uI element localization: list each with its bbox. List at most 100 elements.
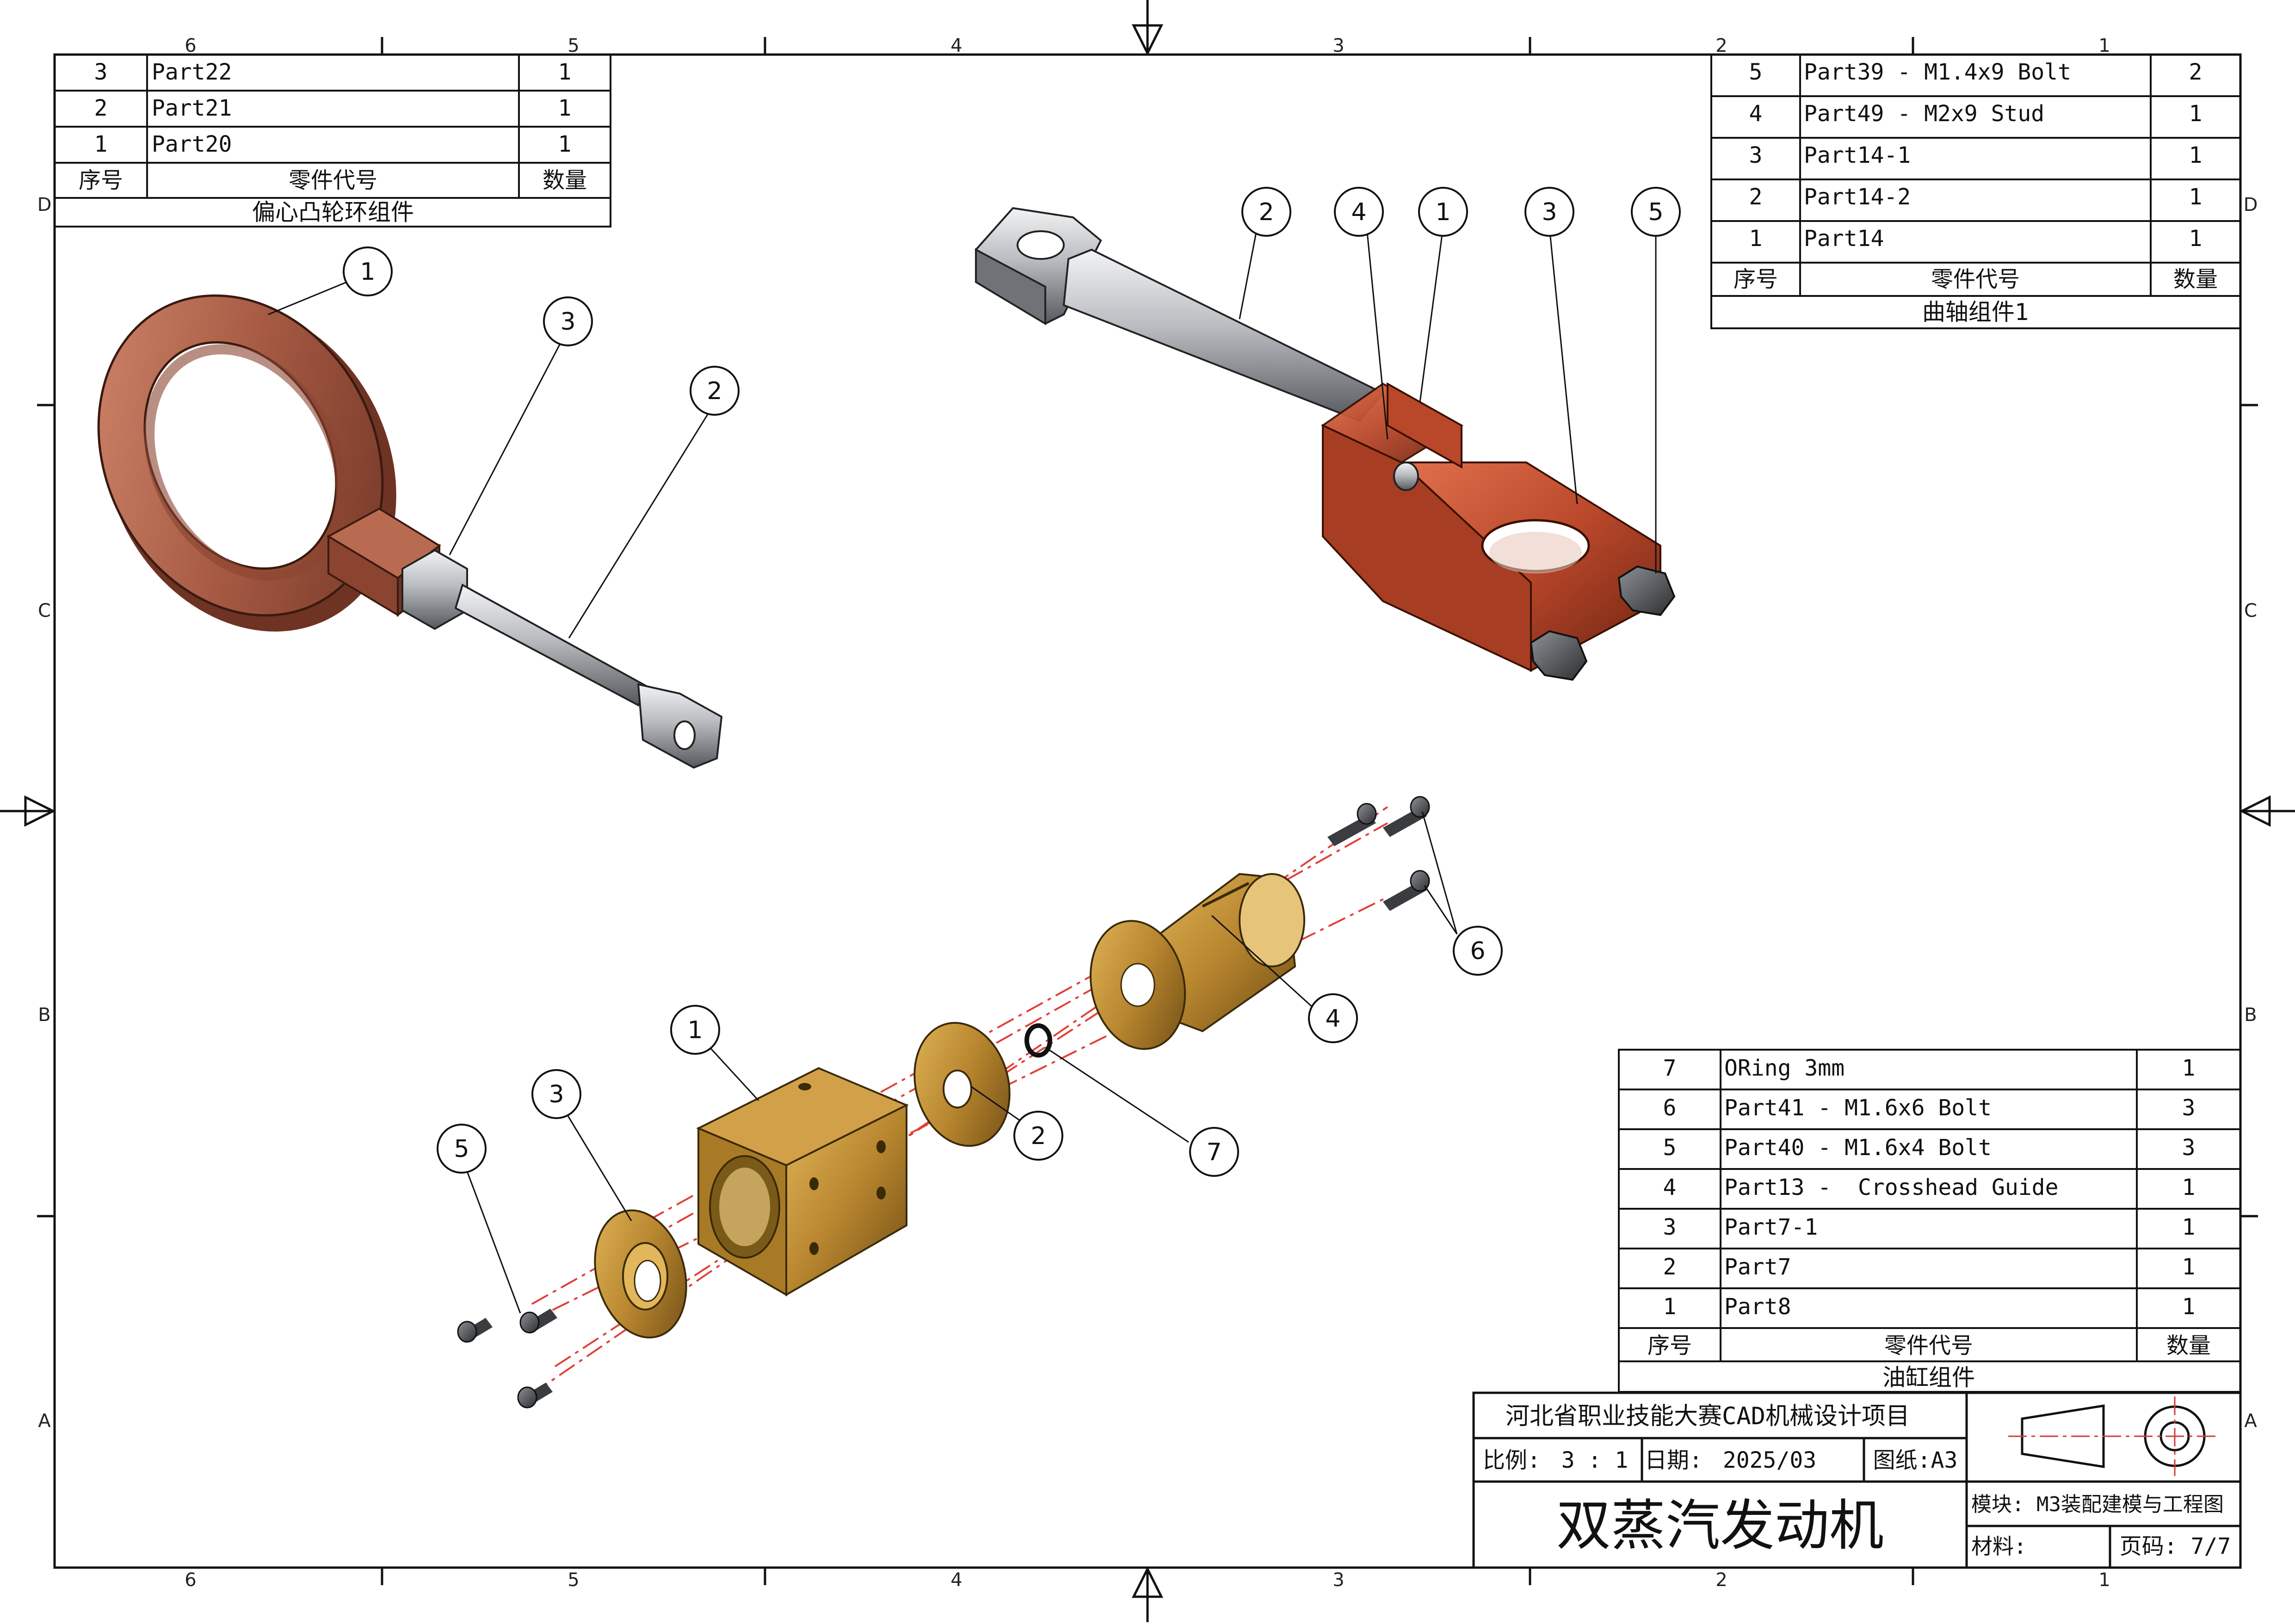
zone-col-top-1: 1 [2098, 35, 2110, 56]
bom-row-qty: 1 [558, 95, 572, 121]
balloon-label: 1 [1435, 198, 1450, 226]
crosshead-guide-part [1089, 873, 1305, 1050]
bom-row-qty: 1 [2189, 184, 2202, 210]
bom-row-no: 1 [1663, 1294, 1677, 1320]
bom-row-name: Part21 [152, 95, 232, 121]
balloon-label: 3 [549, 1081, 564, 1108]
bom-table-crankshaft: 5 Part39 - M1.4x9 Bolt 2 4 Part49 - M2x9… [1710, 54, 2241, 329]
eccentric-rod-eye-part [637, 683, 723, 769]
bom-row-no: 3 [1749, 142, 1763, 168]
balloon-label: 2 [1259, 198, 1274, 226]
balloon-label: 1 [360, 258, 375, 286]
balloon-label: 5 [454, 1135, 469, 1163]
bom-row-qty: 1 [2189, 142, 2202, 168]
m16x6-bolt-part [1383, 870, 1430, 911]
bom-row-name: Part7-1 [1724, 1214, 1818, 1240]
bom-table-cylinder: 7 ORing 3mm 1 6 Part41 - M1.6x6 Bolt 3 5… [1618, 1049, 2241, 1393]
bom-row-name: Part40 - M1.6x4 Bolt [1724, 1135, 1992, 1161]
zone-col-bottom-6: 6 [185, 1569, 196, 1591]
zone-row-right-c: C [2244, 600, 2257, 621]
drawing-title: 双蒸汽发动机 [1556, 1494, 1884, 1557]
balloon-label: 3 [560, 308, 575, 336]
bom-row-no: 6 [1663, 1095, 1677, 1121]
m16x6-bolt-part [1383, 796, 1430, 837]
cylinder-exploded-view: 1 3 5 2 7 4 6 [437, 796, 1503, 1409]
bom-row-no: 2 [94, 95, 108, 121]
zone-row-right-b: B [2244, 1004, 2257, 1026]
bom-row-qty: 2 [2189, 59, 2202, 85]
crank-block-part [1321, 382, 1661, 672]
zone-col-bottom-2: 2 [1715, 1569, 1727, 1591]
bom-header-name: 零件代号 [289, 167, 377, 193]
balloon-label: 1 [687, 1016, 703, 1044]
bom-row-no: 2 [1749, 184, 1763, 210]
m16x6-bolt-part [1327, 803, 1377, 846]
balloon-label: 6 [1470, 937, 1485, 965]
zone-col-top-2: 2 [1715, 35, 1727, 56]
bom-row-qty: 1 [2182, 1294, 2196, 1320]
bom-header-no: 序号 [79, 167, 123, 193]
zone-row-right-d: D [2244, 194, 2258, 215]
zone-col-top-5: 5 [568, 35, 579, 56]
bom-header-qty: 数量 [543, 167, 587, 193]
bom-row-qty: 1 [2182, 1254, 2196, 1280]
bom-row-no: 5 [1749, 59, 1763, 85]
bom-row-name: Part14-1 [1804, 142, 1911, 168]
zone-col-bottom-4: 4 [950, 1569, 962, 1591]
bom-row-no: 4 [1663, 1175, 1677, 1200]
title-page: 页码: 7/7 [2120, 1533, 2231, 1559]
zone-col-bottom-3: 3 [1333, 1569, 1344, 1591]
balloon-label: 2 [1030, 1122, 1046, 1150]
title-block: 河北省职业技能大赛CAD机械设计项目 比例: 3 : 1 日期: 2025/03… [1472, 1391, 2242, 1569]
bom-caption: 偏心凸轮环组件 [252, 199, 414, 226]
title-module: 模块: M3装配建模与工程图 [1971, 1493, 2224, 1516]
crank-bolt-part [1617, 565, 1676, 616]
eccentric-assembly-view: 1 3 2 [97, 246, 740, 769]
balloon-label: 4 [1351, 198, 1366, 226]
bom-row-name: Part41 - M1.6x6 Bolt [1724, 1095, 1992, 1121]
zone-row-left-c: C [38, 600, 51, 621]
bom-row-name: Part13 - Crosshead Guide [1724, 1175, 2058, 1200]
zone-col-bottom-1: 1 [2098, 1569, 2110, 1591]
zone-col-top-6: 6 [185, 35, 196, 56]
bom-row-no: 1 [1749, 226, 1763, 252]
bom-row-no: 7 [1663, 1055, 1677, 1081]
bom-row-name: Part14 [1804, 226, 1884, 252]
bom-row-qty: 1 [558, 59, 572, 85]
balloon-label: 5 [1648, 198, 1663, 226]
balloon-label: 2 [707, 377, 722, 405]
bom-row-name: Part20 [152, 131, 232, 157]
bom-row-qty: 3 [2182, 1135, 2196, 1161]
bom-row-no: 3 [94, 59, 108, 85]
bom-header-qty: 数量 [2166, 1333, 2211, 1359]
bom-row-name: Part14-2 [1804, 184, 1911, 210]
bom-table-eccentric: 3 Part22 1 2 Part21 1 1 Part20 1 序号 零件代号… [54, 54, 611, 228]
bom-row-qty: 3 [2182, 1095, 2196, 1121]
zone-row-right-a: A [2244, 1410, 2257, 1432]
crankshaft-assembly-view: 2 4 1 3 5 [975, 187, 1681, 681]
rear-flange-part [913, 1022, 1011, 1147]
bom-row-name: ORing 3mm [1724, 1055, 1845, 1081]
bom-header-qty: 数量 [2173, 266, 2218, 292]
bom-row-name: Part49 - M2x9 Stud [1804, 101, 2044, 127]
balloon-label: 7 [1206, 1138, 1222, 1166]
cylinder-block-part [696, 1067, 909, 1297]
zone-row-left-d: D [37, 194, 52, 215]
title-date-value: 2025/03 [1723, 1447, 1816, 1473]
bom-row-no: 1 [94, 131, 108, 157]
bom-row-no: 5 [1663, 1135, 1677, 1161]
bom-row-no: 2 [1663, 1254, 1677, 1280]
title-scale-value: 3 : 1 [1561, 1447, 1629, 1473]
bom-row-qty: 1 [2189, 226, 2202, 252]
zone-row-left-b: B [38, 1004, 50, 1026]
m16x4-bolt-part [519, 1309, 557, 1334]
m16x4-bolt-part [517, 1383, 553, 1409]
eccentric-rod-part [454, 584, 649, 707]
zone-row-left-a: A [38, 1410, 51, 1432]
balloon-label: 3 [1542, 198, 1557, 226]
front-flange-part [594, 1209, 687, 1339]
bom-row-name: Part22 [152, 59, 232, 85]
balloon-label: 4 [1325, 1005, 1340, 1033]
